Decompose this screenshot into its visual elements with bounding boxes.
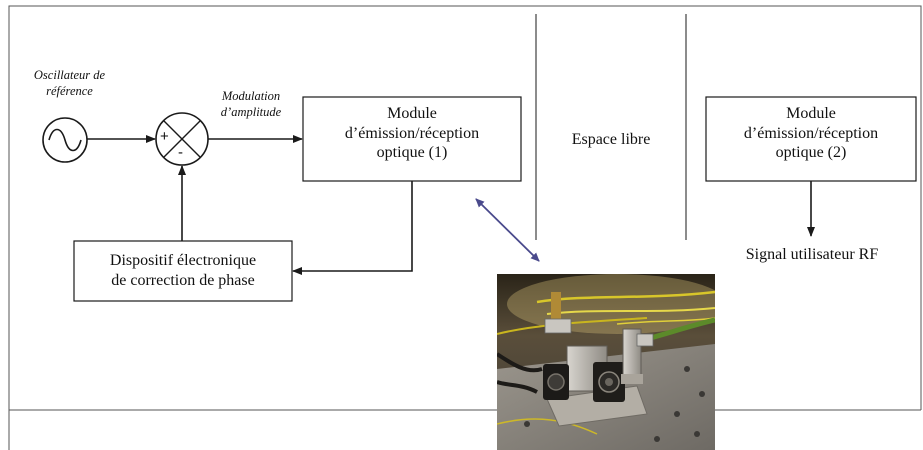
module1-line-1: Module (387, 105, 437, 122)
phase-correction-label: Dispositif électronique de correction de… (74, 251, 292, 290)
modulation-label: Modulation d’amplitude (206, 88, 296, 121)
mixer-minus-sign: - (178, 144, 183, 161)
optical-bench-photo (497, 274, 715, 450)
module2-line-1: Module (786, 105, 836, 122)
double-arrow-module1-photo (475, 198, 540, 262)
free-space-label: Espace libre (571, 131, 651, 148)
module2-line-3: optique (2) (775, 144, 847, 162)
arrow-module1-to-correction (292, 181, 413, 275)
oscillator-label: Oscillateur de référence (22, 67, 117, 100)
modulation-label-line-2: d’amplitude (220, 105, 282, 120)
output-signal-label: Signal utilisateur RF (745, 246, 879, 263)
phase-correction-box (73, 240, 293, 302)
phase-correction-line-1: Dispositif électronique (109, 252, 257, 269)
modulation-label-line-1: Modulation (221, 89, 281, 103)
module1-box (302, 96, 522, 182)
frame-border (8, 5, 922, 450)
module1-label: Module d’émission/réception optique (1) (303, 104, 521, 163)
mixer-plus-sign: + (160, 128, 169, 145)
module2-box (705, 96, 917, 182)
oscillator-symbol (42, 117, 88, 163)
oscillator-label-line-2: référence (46, 84, 93, 99)
module2-line-2: d’émission/réception (743, 124, 879, 142)
oscillator-label-line-1: Oscillateur de (33, 68, 106, 82)
module1-line-2: d’émission/réception (344, 124, 480, 142)
module1-line-3: optique (1) (376, 144, 448, 162)
phase-correction-line-2: de correction de phase (111, 271, 255, 289)
module2-label: Module d’émission/réception optique (2) (706, 104, 916, 163)
